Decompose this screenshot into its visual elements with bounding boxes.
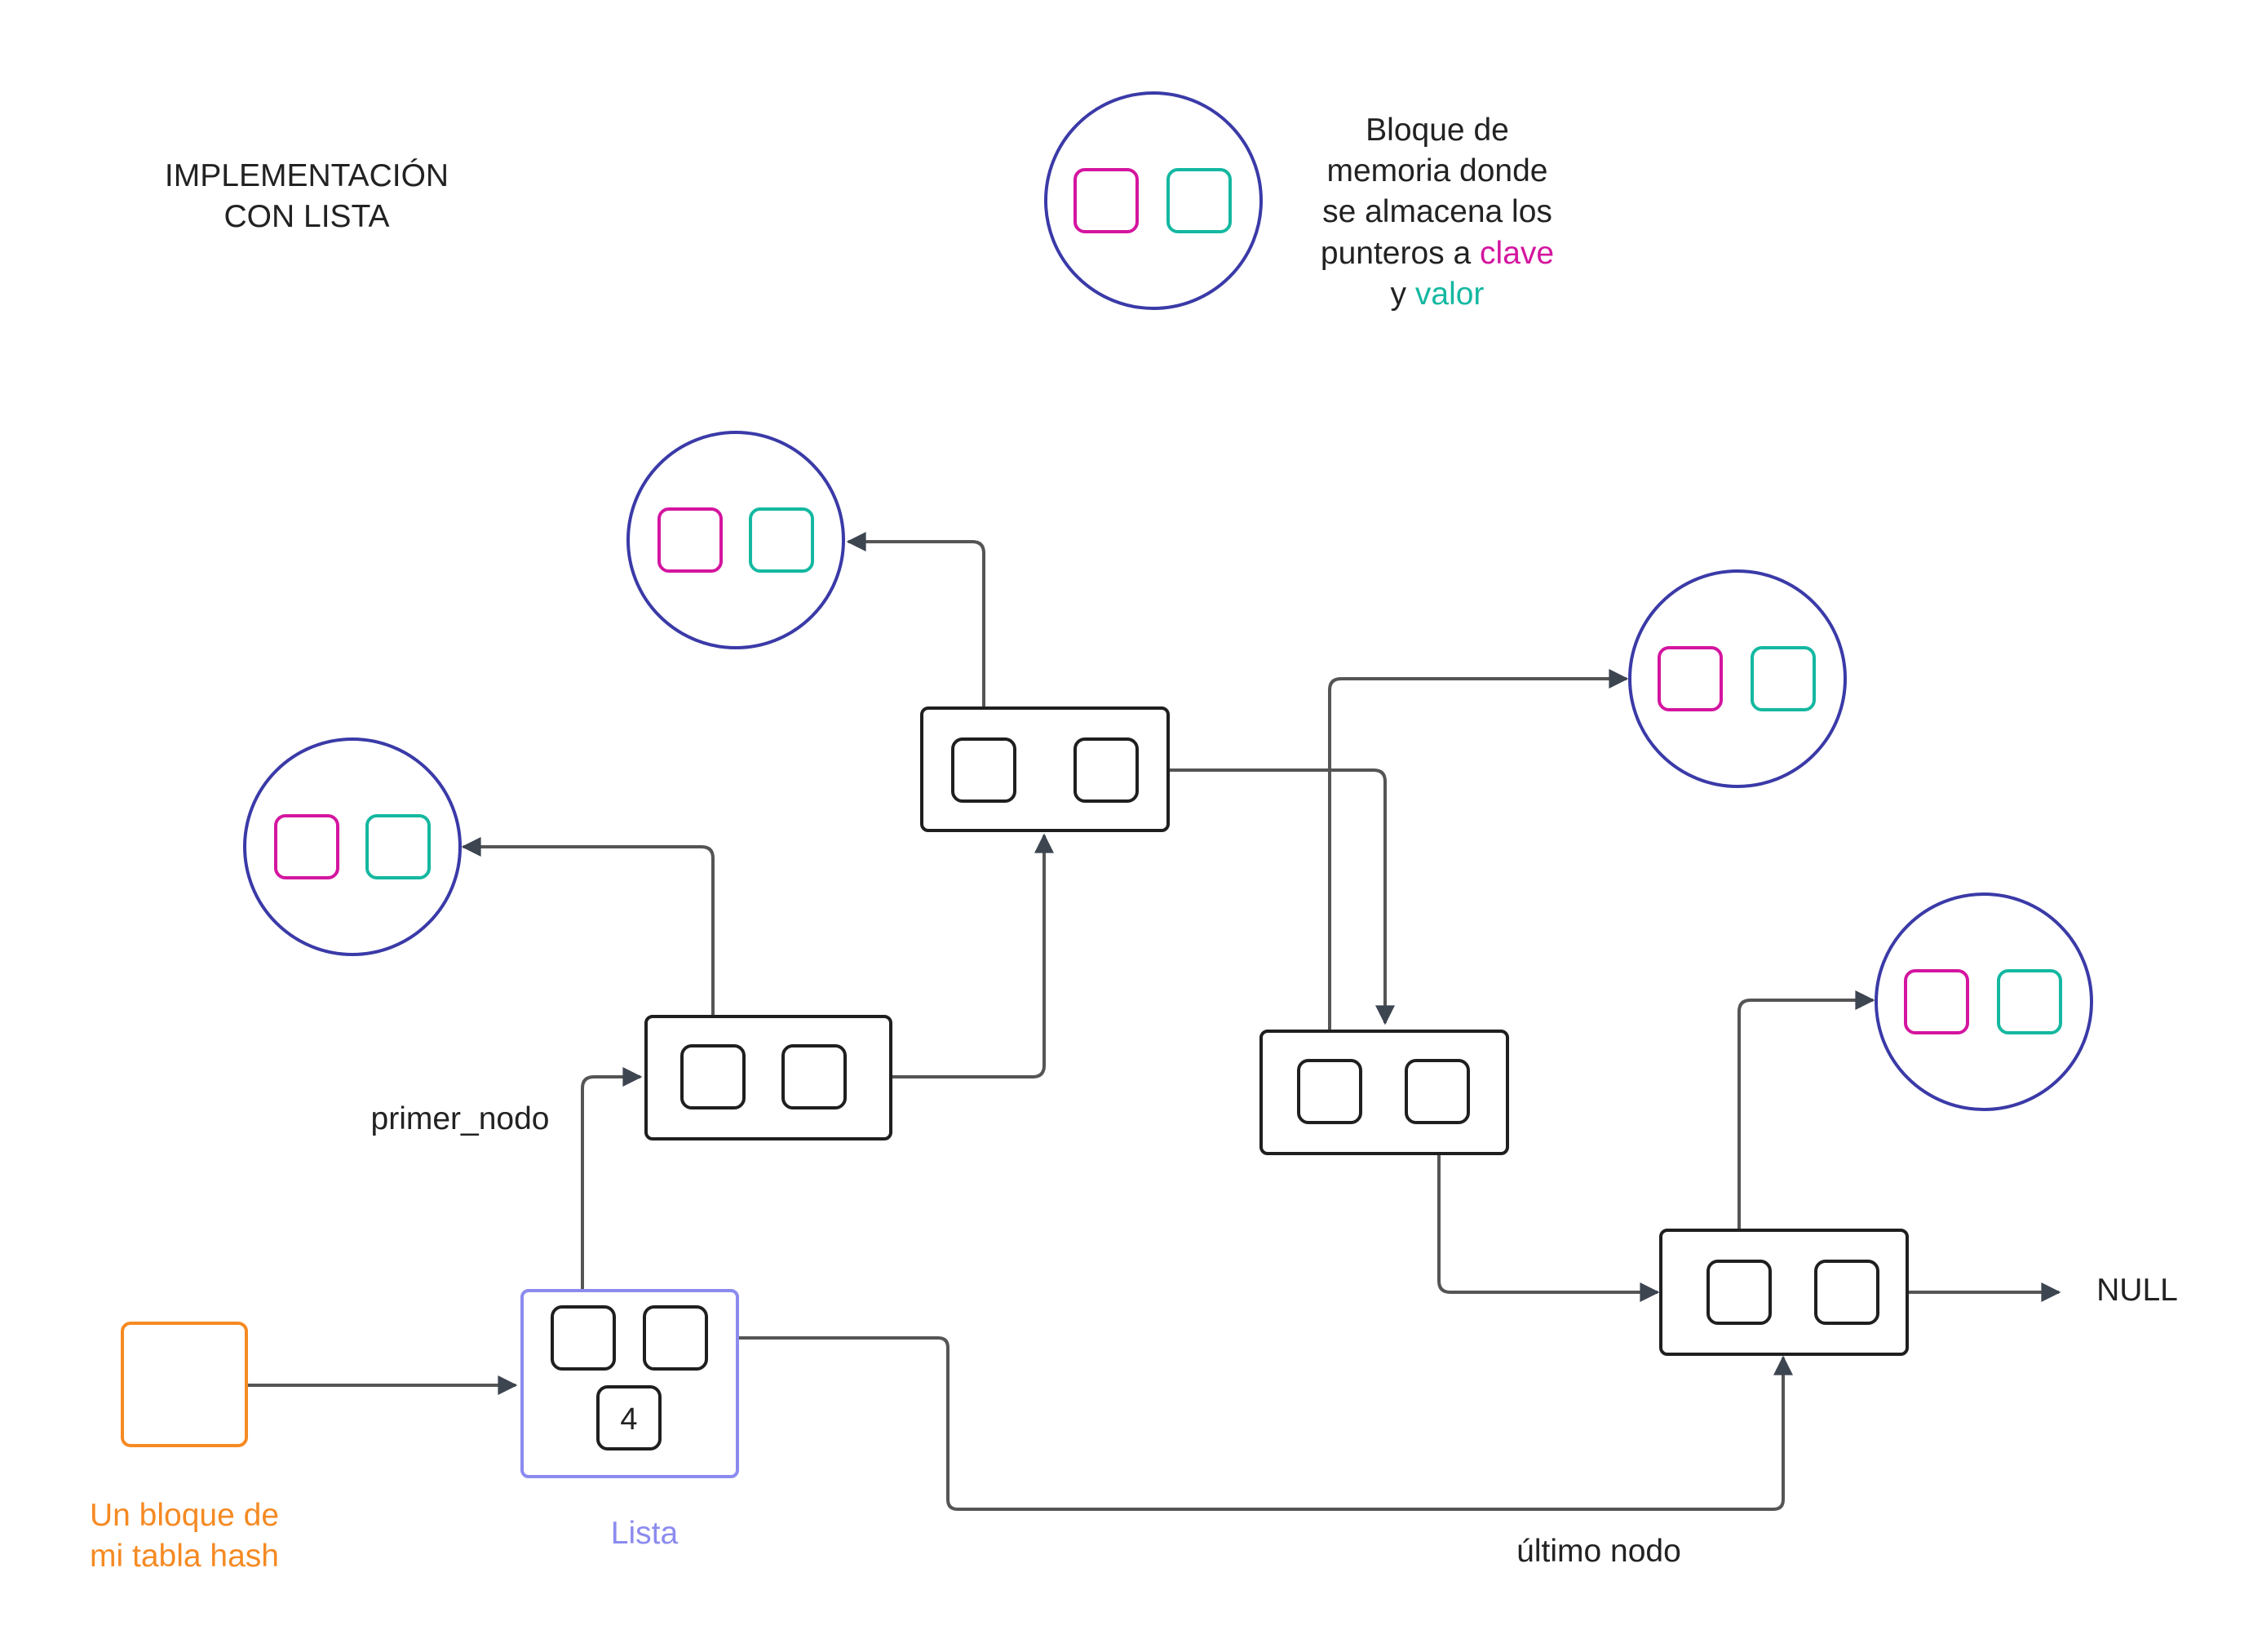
legend-valor-box xyxy=(1166,168,1232,233)
clave-box-3 xyxy=(1658,646,1723,711)
legend-line-4: punteros a clave xyxy=(1321,236,1554,271)
hash-table-block xyxy=(121,1322,248,1447)
legend-line-5: y valor xyxy=(1391,277,1485,312)
list-node-1 xyxy=(644,1015,892,1140)
arrow-node3-to-node5 xyxy=(1437,1123,1660,1302)
node2-next-pointer xyxy=(1073,737,1139,803)
list-node-last xyxy=(1659,1229,1909,1356)
node3-data-pointer xyxy=(1297,1059,1362,1124)
lista-last-pointer xyxy=(643,1305,708,1371)
legend-line-3: se almacena los xyxy=(1322,194,1552,229)
clave-box-1 xyxy=(274,814,339,879)
ultimo-nodo-label: último nodo xyxy=(1516,1534,1681,1569)
arrow-node3-to-circle3 xyxy=(1328,669,1629,1062)
null-label: NULL xyxy=(2096,1273,2178,1308)
valor-box-4 xyxy=(1997,969,2062,1034)
arrow-node2-to-node3 xyxy=(1168,768,1395,1025)
arrow-node1-to-circle1 xyxy=(461,837,715,1047)
legend-line-1: Bloque de xyxy=(1366,113,1509,148)
valor-box-2 xyxy=(749,507,814,573)
legend-clave-box xyxy=(1073,168,1139,233)
clave-box-2 xyxy=(657,507,723,573)
primer-nodo-label: primer_nodo xyxy=(371,1101,550,1136)
hash-block-label-2: mi tabla hash xyxy=(90,1539,279,1574)
legend-memory-block xyxy=(1044,91,1263,310)
node1-data-pointer xyxy=(680,1044,746,1109)
lista-label: Lista xyxy=(611,1516,679,1551)
node2-data-pointer xyxy=(951,737,1016,803)
legend-clave-word: clave xyxy=(1480,236,1554,271)
valor-box-3 xyxy=(1751,646,1816,711)
arrow-node2-to-circle2 xyxy=(846,532,985,741)
lista-count-box xyxy=(596,1385,662,1450)
list-node-3 xyxy=(1259,1030,1509,1155)
arrow-node5-to-circle4 xyxy=(1737,990,1875,1261)
last-node-data-pointer xyxy=(1706,1260,1772,1325)
clave-box-4 xyxy=(1904,969,1969,1034)
node1-next-pointer xyxy=(781,1044,847,1109)
arrow-node1-to-node2 xyxy=(845,833,1054,1078)
legend-line-4-prefix: punteros a xyxy=(1321,236,1480,271)
hash-block-label-1: Un bloque de xyxy=(90,1498,279,1533)
valor-box-1 xyxy=(365,814,431,879)
legend-line-2: memoria donde xyxy=(1327,153,1548,188)
node3-next-pointer xyxy=(1405,1059,1470,1124)
lista-first-pointer xyxy=(551,1305,616,1371)
title-line-2: CON LISTA xyxy=(224,199,390,234)
legend-line-5-prefix: y xyxy=(1391,277,1415,312)
list-node-2 xyxy=(920,706,1170,832)
memory-block-2 xyxy=(626,431,845,649)
title-line-1: IMPLEMENTACIÓN xyxy=(165,158,449,193)
arrow-ultimo-nodo xyxy=(706,1336,1793,1511)
lista-struct: 4 xyxy=(520,1289,739,1478)
lista-count: 4 xyxy=(620,1402,637,1437)
arrow-primer-nodo xyxy=(581,1067,643,1309)
memory-block-1 xyxy=(243,737,462,956)
last-node-next-pointer xyxy=(1814,1260,1879,1325)
memory-block-4 xyxy=(1875,892,2093,1111)
legend-valor-word: valor xyxy=(1415,277,1485,312)
memory-block-3 xyxy=(1628,569,1847,788)
